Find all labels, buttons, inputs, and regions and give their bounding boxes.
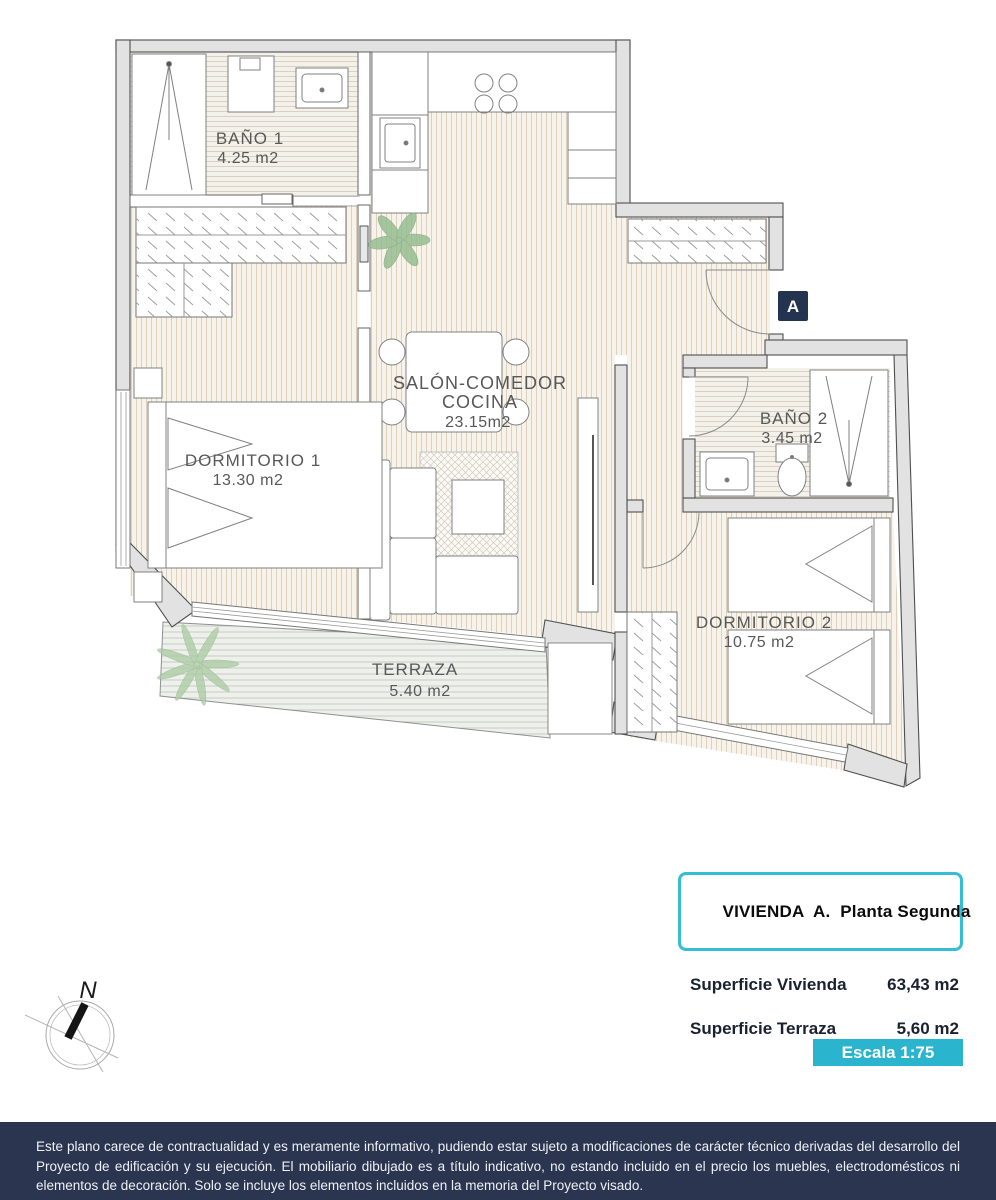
legend-row-terraza: Superficie Terraza 5,60 m2 — [678, 1019, 963, 1039]
sofa — [369, 459, 519, 621]
salon-label: SALÓN-COMEDOR — [393, 372, 567, 393]
bano1-label: BAÑO 1 — [216, 129, 284, 148]
doors — [642, 269, 771, 569]
nightstand — [133, 571, 163, 603]
legend-label: Superficie Vivienda — [690, 975, 847, 994]
hall-closet — [627, 218, 767, 264]
dining-set — [378, 331, 530, 433]
scale-badge: Escala 1:75 — [813, 1039, 963, 1066]
bano1-sink — [295, 67, 349, 109]
terrace-landing — [547, 642, 613, 735]
room-labels: BAÑO 1 4.25 m2 DORMITORIO 1 13.30 m2 SAL… — [185, 129, 832, 700]
dormitorio2-beds — [727, 517, 891, 725]
bano1-area: 4.25 m2 — [217, 150, 278, 167]
dormitorio1-label: DORMITORIO 1 — [185, 451, 321, 470]
tv-unit — [577, 397, 599, 613]
dormitorio1-bed — [133, 367, 383, 603]
legend-title-text: VIVIENDA A. Planta Segunda — [722, 902, 971, 921]
hob-icon — [474, 73, 518, 114]
bano2-door-swing — [688, 376, 749, 437]
kitchen-counters — [371, 51, 617, 214]
dormitorio1-area: 13.30 m2 — [213, 472, 284, 489]
dormitorio2-door-swing — [642, 511, 700, 569]
legend-value: 63,43 m2 — [887, 975, 959, 994]
nightstand — [133, 367, 163, 399]
exterior-walls — [115, 39, 921, 788]
dormitorio2-area: 10.75 m2 — [724, 634, 795, 651]
dining-table — [405, 331, 503, 433]
kitchen-sink — [379, 117, 421, 169]
dormitorio2-closet — [626, 611, 678, 733]
bano1-unit-detail — [239, 57, 261, 71]
door-lintels — [293, 195, 358, 207]
terraza-label: TERRAZA — [372, 660, 458, 679]
floorplan-drawing: BAÑO 1 4.25 m2 DORMITORIO 1 13.30 m2 SAL… — [24, 39, 921, 1073]
shower1 — [131, 53, 207, 196]
terraza-area: 5.40 m2 — [389, 683, 450, 700]
north-compass-icon: N — [24, 977, 119, 1073]
closets — [135, 206, 767, 733]
unit-badge: A — [778, 291, 808, 321]
compass-north-label: N — [79, 977, 97, 1004]
bano1-sliding-door — [261, 193, 293, 205]
salon-area: 23.15m2 — [445, 414, 511, 431]
salon-label2: COCINA — [442, 392, 518, 412]
legend-value: 5,60 m2 — [896, 1019, 959, 1038]
windows — [115, 389, 849, 763]
legend-label: Superficie Terraza — [690, 1019, 837, 1038]
bano2-sink — [699, 451, 755, 497]
disclaimer-bar: Este plano carece de contractualidad y e… — [0, 1122, 996, 1200]
disclaimer-text: Este plano carece de contractualidad y e… — [36, 1139, 960, 1194]
entrance-door-swing — [705, 269, 771, 335]
dormitorio1-closet — [135, 206, 347, 318]
bano2-label: BAÑO 2 — [760, 409, 828, 428]
legend-panel: VIVIENDA A. Planta Segunda Superficie Vi… — [678, 872, 970, 1039]
kitchen-fixtures — [372, 73, 616, 179]
dormitorio1-window — [115, 389, 131, 569]
unit-badge-letter: A — [787, 297, 799, 316]
bano1-fixtures — [131, 53, 349, 196]
dormitorio2-label: DORMITORIO 2 — [696, 613, 832, 632]
palm-icon — [157, 624, 240, 706]
coffee-table — [451, 479, 505, 535]
corridor-floor — [627, 355, 683, 512]
dormitorio1-sliding-door — [359, 225, 369, 263]
plant-icon — [368, 212, 431, 269]
toilet — [775, 443, 809, 497]
bano2-fixtures — [699, 369, 889, 497]
legend-title: VIVIENDA A. Planta Segunda — [678, 872, 970, 951]
bano2-area: 3.45 m2 — [761, 430, 822, 447]
shower2 — [809, 369, 889, 497]
compass-needle — [64, 1002, 89, 1040]
legend-row-vivienda: Superficie Vivienda 63,43 m2 — [678, 975, 963, 995]
